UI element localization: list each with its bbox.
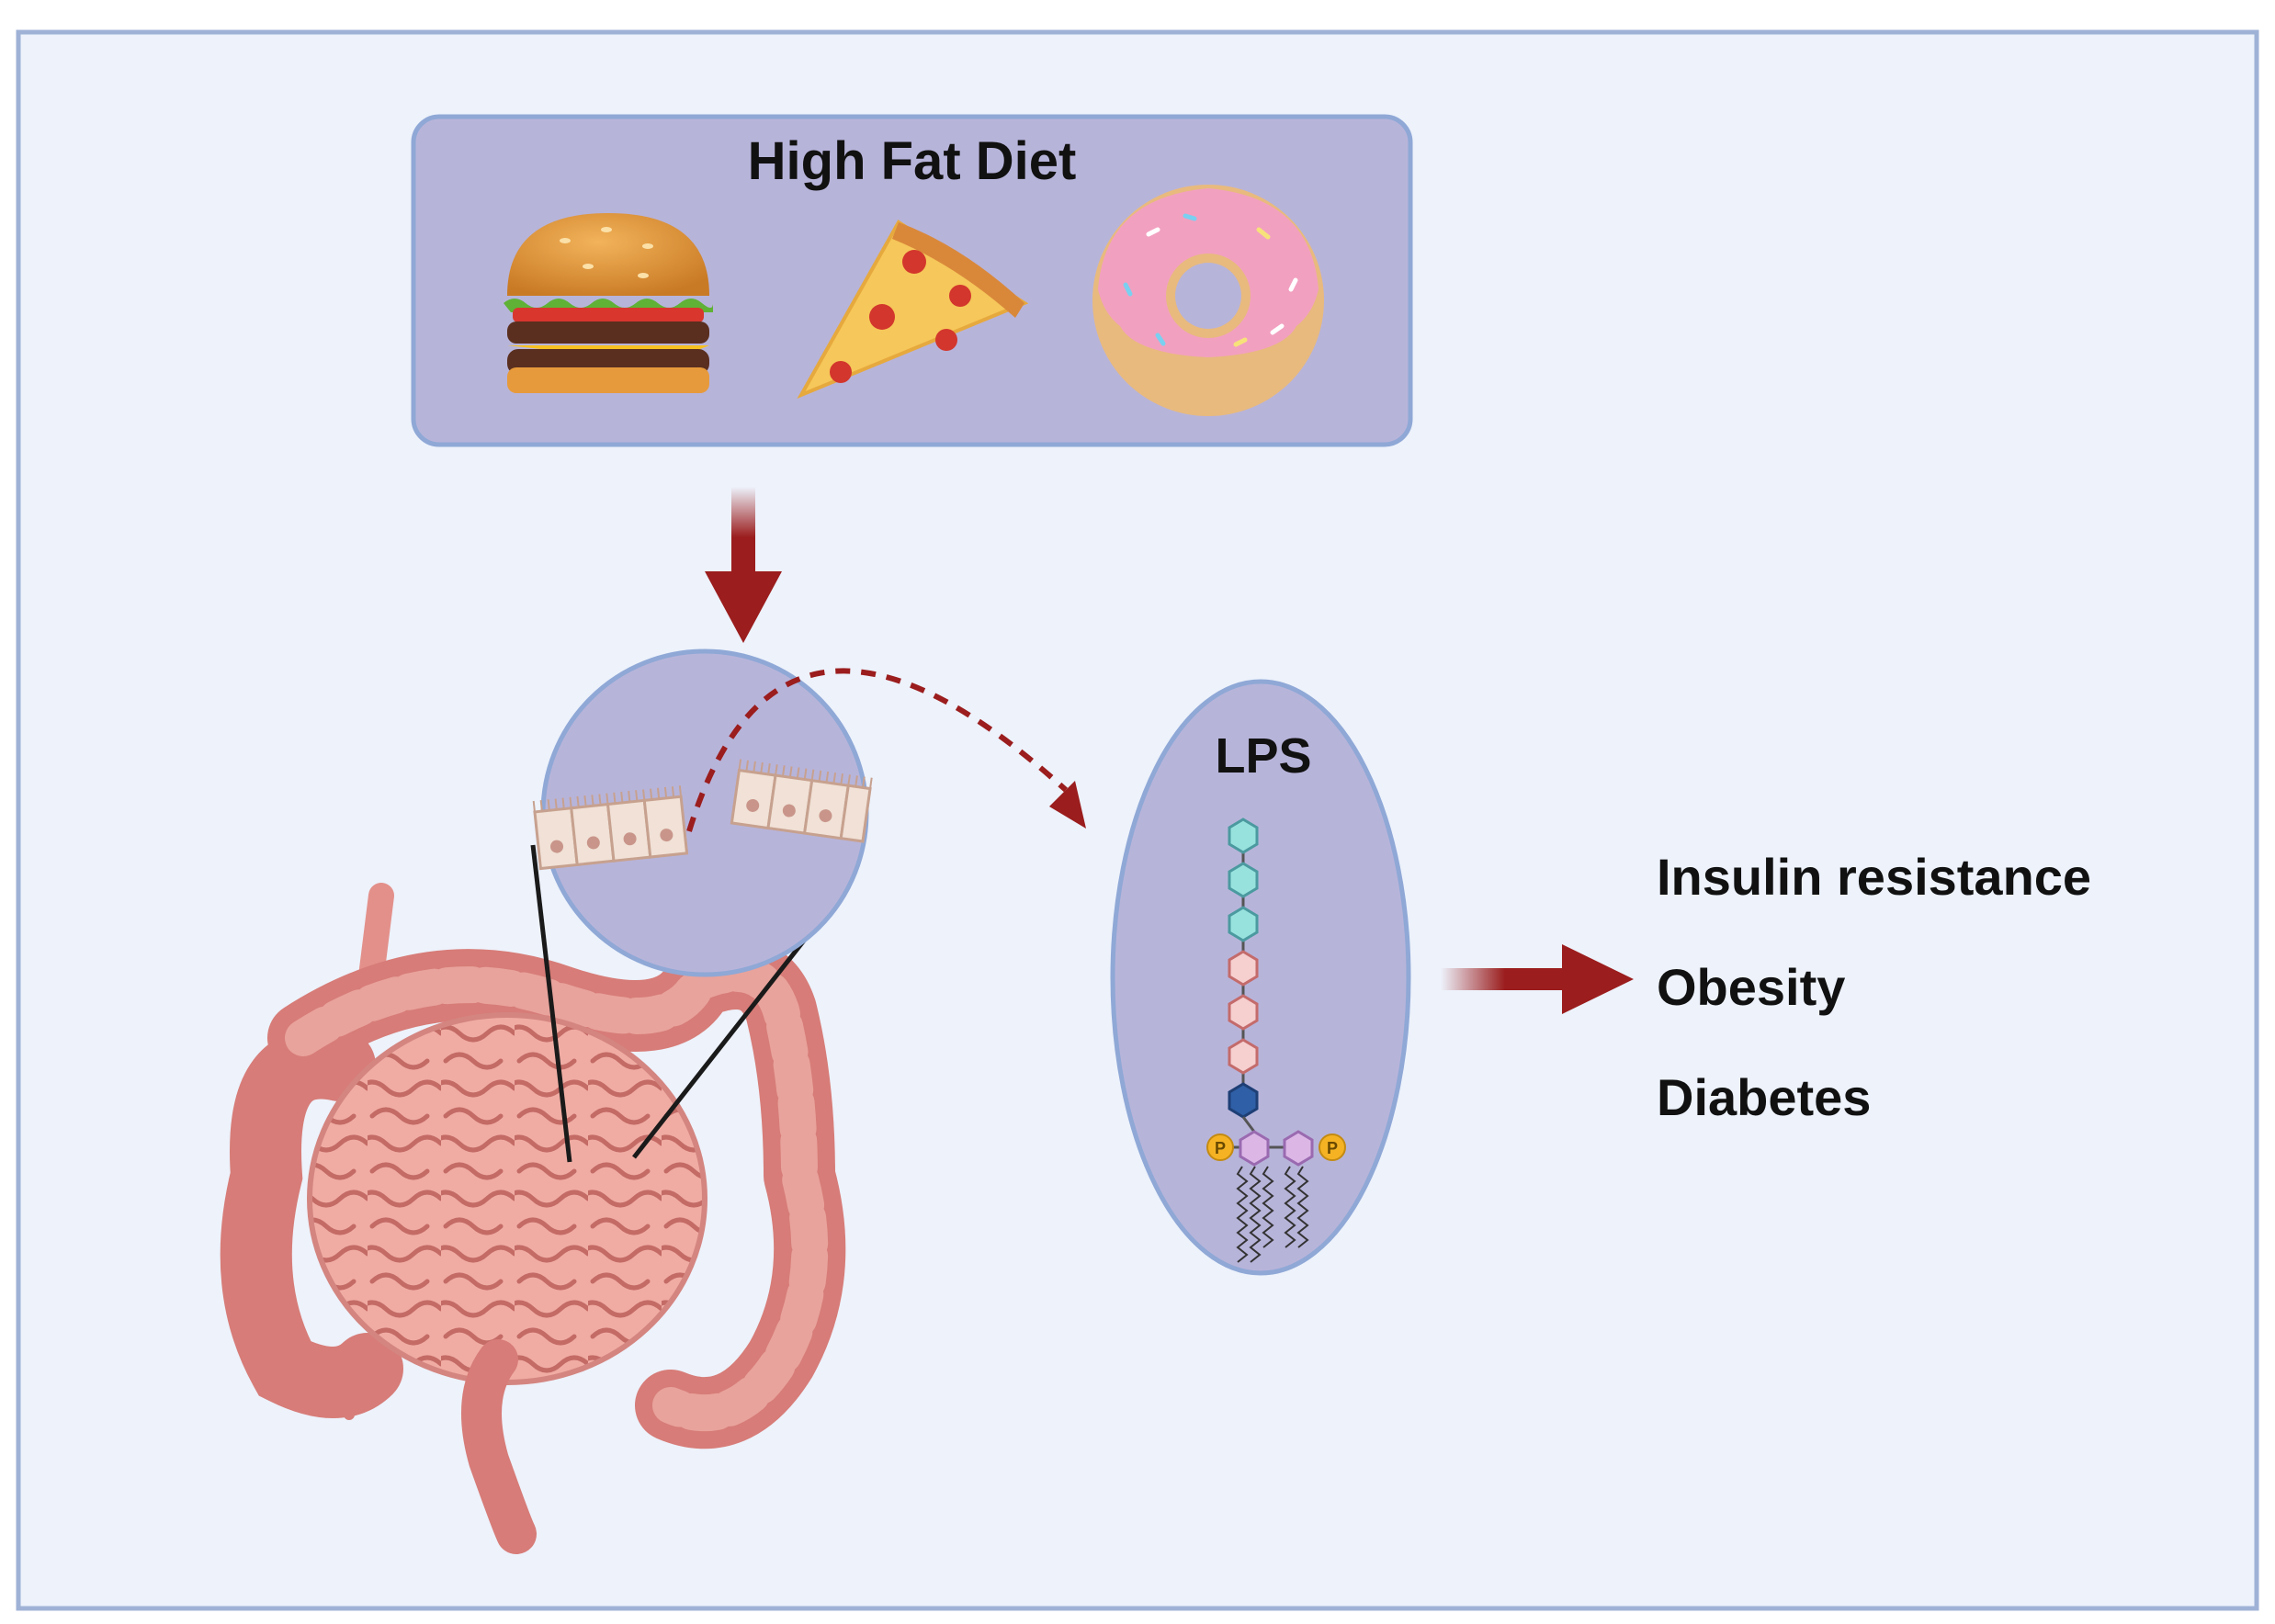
phosphate-label-right: P — [1327, 1139, 1338, 1157]
intestine-icon — [220, 883, 846, 1554]
epithelial-cells-left — [532, 785, 689, 871]
sugar-hexagon-cyan-2 — [1228, 862, 1259, 898]
sugar-hexagon-cyan-3 — [1228, 906, 1259, 942]
sugar-hexagon-pink-3 — [1228, 1038, 1259, 1075]
lps-panel — [1110, 679, 1411, 1276]
sugar-hexagon-cyan-1 — [1228, 818, 1259, 854]
high-fat-diet-title: High Fat Diet — [747, 131, 1077, 191]
lps-molecule-icon: P P — [1206, 818, 1346, 1263]
phosphate-right — [1319, 1133, 1346, 1161]
burger-icon — [504, 213, 713, 393]
lipid-a-hexagon-right — [1283, 1130, 1314, 1167]
zoom-line-left — [530, 844, 572, 1163]
down-arrow — [705, 487, 782, 643]
phosphate-label-left: P — [1215, 1139, 1226, 1157]
outcome-insulin-resistance: Insulin resistance — [1657, 848, 2092, 906]
outcome-obesity: Obesity — [1657, 958, 1846, 1016]
sugar-hexagon-blue — [1228, 1082, 1259, 1119]
gut-lining-zoom-circle — [532, 648, 873, 977]
phosphate-left — [1206, 1133, 1234, 1161]
sugar-hexagon-pink-1 — [1228, 950, 1259, 987]
zoom-line-right — [632, 909, 829, 1159]
right-arrow — [1441, 944, 1634, 1014]
sugar-hexagon-pink-2 — [1228, 994, 1259, 1031]
epithelial-cells-right — [730, 759, 873, 843]
outcome-diabetes: Diabetes — [1657, 1068, 1872, 1126]
fatty-acid-chains — [1236, 1166, 1309, 1263]
pizza-slice-icon — [797, 220, 1029, 400]
lipid-a-hexagon-left — [1239, 1130, 1270, 1167]
lps-leak-dashed-arrow — [686, 668, 1086, 832]
lps-title: LPS — [1215, 728, 1312, 784]
donut-icon — [1092, 185, 1324, 416]
